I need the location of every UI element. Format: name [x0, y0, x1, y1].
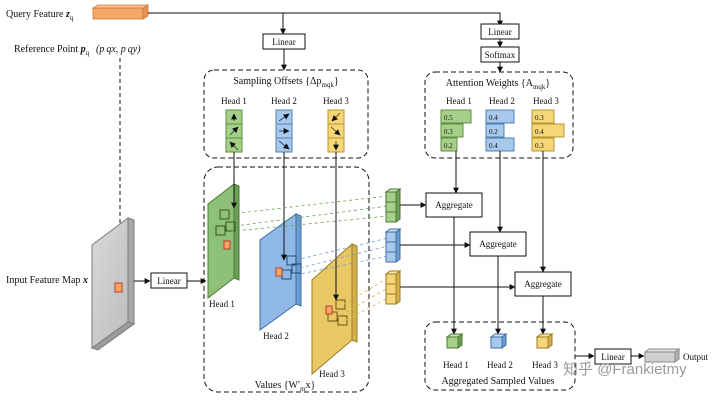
- sampled-values-head1: [384, 188, 402, 223]
- aggregate-box-head1: Aggregate: [425, 192, 483, 218]
- weight-bars-head3: 0.3 0.4 0.3: [531, 109, 565, 152]
- linear-input-label: Linear: [157, 276, 180, 286]
- offset-column-head3: [327, 109, 345, 153]
- weight-h1-0: 0.5: [444, 114, 453, 122]
- reference-point-marker: [114, 282, 123, 293]
- weight-h1-1: 0.3: [444, 128, 453, 136]
- aggregated-cube-head3: [535, 333, 554, 349]
- sampling-offsets-group: [203, 69, 369, 159]
- aggregated-values-caption: Aggregated Sampled Values: [441, 376, 554, 387]
- reference-point-label: Reference Point pq: [14, 44, 90, 57]
- linear-offsets-label: Linear: [272, 37, 295, 47]
- output-feature: [643, 348, 681, 363]
- query-feature-label: Query Feature zq: [6, 9, 74, 22]
- aggregate-head2-label: Aggregate: [479, 239, 516, 249]
- offset-column-head2: [275, 109, 293, 153]
- aggregate-head1-label: Aggregate: [435, 200, 472, 210]
- aggregated-cube-head2: [489, 333, 508, 349]
- aggregated-head3-label: Head 3: [532, 360, 558, 370]
- offsets-head1-label: Head 1: [221, 96, 247, 106]
- attention-weights-group: [424, 71, 574, 159]
- softmax-label: Softmax: [485, 50, 516, 60]
- value-map-head2-label: Head 2: [263, 331, 289, 341]
- aggregate-box-head2: Aggregate: [469, 231, 527, 257]
- weight-h3-2: 0.3: [535, 142, 544, 150]
- weights-head2-label: Head 2: [489, 96, 515, 106]
- weight-h2-1: 0.2: [489, 128, 498, 136]
- sampled-values-head3: [384, 270, 402, 305]
- sampling-lines: [224, 195, 389, 321]
- weights-head3-label: Head 3: [533, 96, 559, 106]
- weight-h2-2: 0.4: [489, 142, 498, 150]
- input-feature-map: [90, 217, 136, 351]
- linear-attn-label: Linear: [488, 27, 511, 37]
- weight-bars-head2: 0.4 0.2 0.4: [485, 109, 515, 152]
- value-map-head3: [311, 242, 358, 376]
- weight-h3-0: 0.3: [535, 114, 544, 122]
- offset-column-head1: [225, 109, 243, 153]
- weight-h1-2: 0.2: [444, 142, 453, 150]
- value-map-head1-label: Head 1: [209, 299, 235, 309]
- output-label: Output: [683, 352, 709, 362]
- aggregated-head2-label: Head 2: [487, 360, 513, 370]
- values-caption: Values {W′mx}: [255, 380, 316, 393]
- sampling-offsets-title: Sampling Offsets {Δpmqk}: [233, 76, 339, 89]
- query-feature: [91, 4, 150, 20]
- offsets-head2-label: Head 2: [271, 96, 297, 106]
- attention-weights-title: Attention Weights {Amqk}: [446, 78, 550, 91]
- offsets-head3-label: Head 3: [323, 96, 349, 106]
- value-map-head3-label: Head 3: [319, 369, 345, 379]
- weights-head1-label: Head 1: [446, 96, 472, 106]
- aggregated-cube-head1: [445, 333, 464, 349]
- linear-output-label: Linear: [601, 352, 624, 362]
- aggregate-box-head3: Aggregate: [514, 271, 572, 297]
- weight-h3-1: 0.4: [535, 128, 544, 136]
- aggregated-head1-label: Head 1: [443, 360, 469, 370]
- weight-h2-0: 0.4: [489, 114, 498, 122]
- sampled-values-head2: [384, 228, 402, 263]
- aggregate-head3-label: Aggregate: [524, 279, 561, 289]
- watermark: 知乎 @Frankietmy: [563, 361, 687, 378]
- weight-bars-head1: 0.5 0.3 0.2: [440, 109, 472, 152]
- reference-point-coords: (p qx, p qy): [96, 44, 141, 55]
- value-map-head2: [259, 213, 302, 331]
- input-feature-map-label: Input Feature Map x: [6, 275, 88, 286]
